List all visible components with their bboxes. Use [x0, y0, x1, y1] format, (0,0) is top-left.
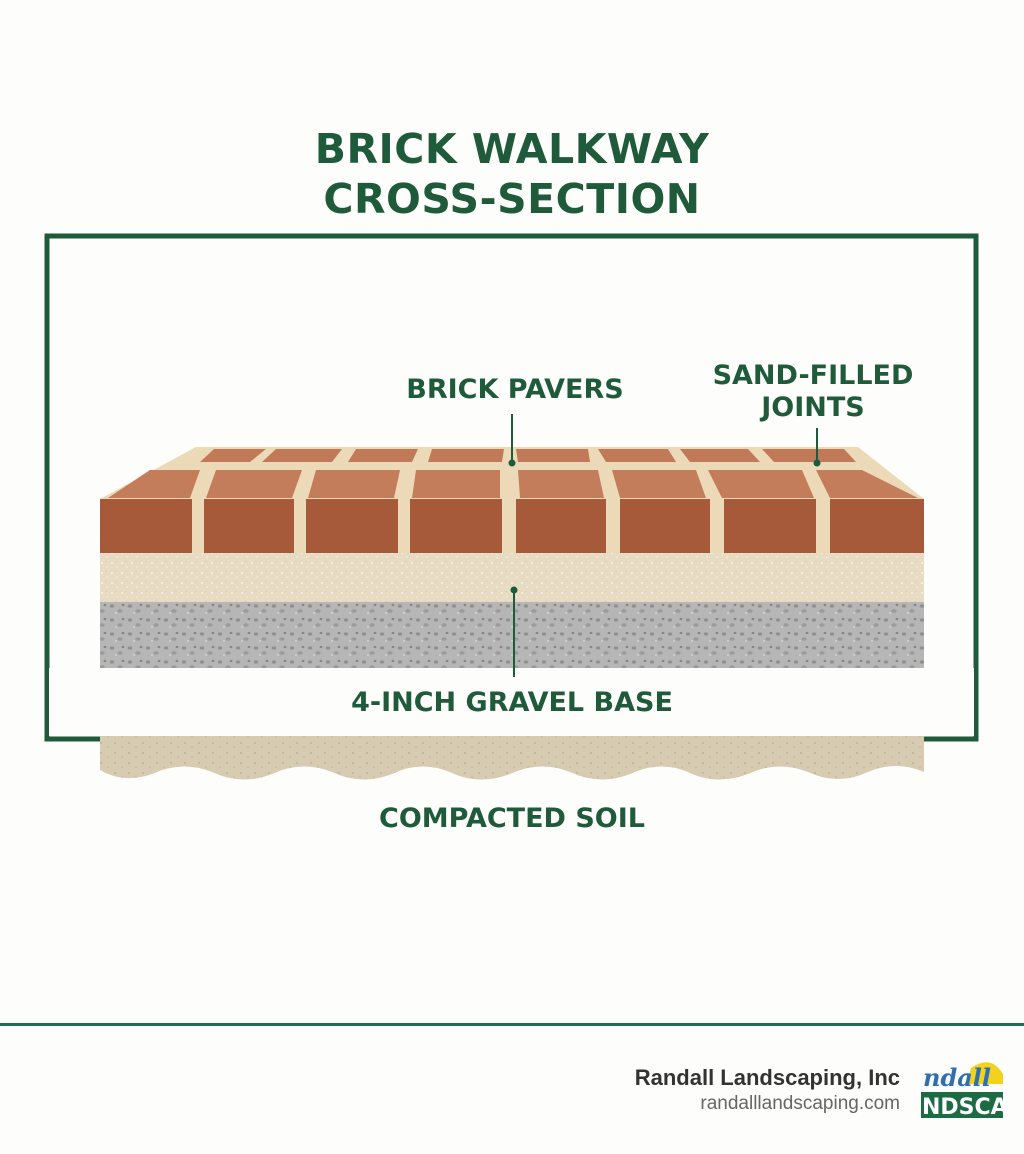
cross-section-diagram [44, 233, 979, 780]
compacted-soil-layer [100, 736, 924, 780]
brick-top-row-front [108, 470, 918, 498]
footer-divider [0, 1023, 1024, 1026]
label-brick-pavers: BRICK PAVERS [406, 374, 624, 405]
title-line-2: CROSS-SECTION [323, 175, 701, 223]
company-url[interactable]: randalllandscaping.com [700, 1093, 900, 1114]
company-logo: ndall NDSCAP [921, 1060, 1003, 1124]
brick-front-faces [100, 499, 924, 553]
brick-top-row-back [200, 449, 856, 462]
company-info: Randall Landscaping, Inc randalllandscap… [635, 1064, 900, 1116]
diagram-title: BRICK WALKWAY CROSS-SECTION [0, 124, 1024, 224]
logo-text-bottom: NDSCAP [922, 1095, 1003, 1120]
logo-text-top: ndall [923, 1063, 991, 1092]
label-gravel-base: 4-INCH GRAVEL BASE [351, 687, 673, 718]
gravel-base-layer [100, 602, 924, 668]
company-name: Randall Landscaping, Inc [634, 1065, 900, 1090]
bedding-sand-layer [100, 553, 924, 602]
label-sand-filled-joints: SAND-FILLED JOINTS [690, 360, 936, 424]
label-sand-filled-line2: JOINTS [761, 392, 865, 423]
title-line-1: BRICK WALKWAY [314, 125, 710, 173]
label-compacted-soil: COMPACTED SOIL [379, 803, 645, 834]
leader-lines [508, 414, 821, 677]
label-sand-filled-line1: SAND-FILLED [712, 360, 914, 391]
